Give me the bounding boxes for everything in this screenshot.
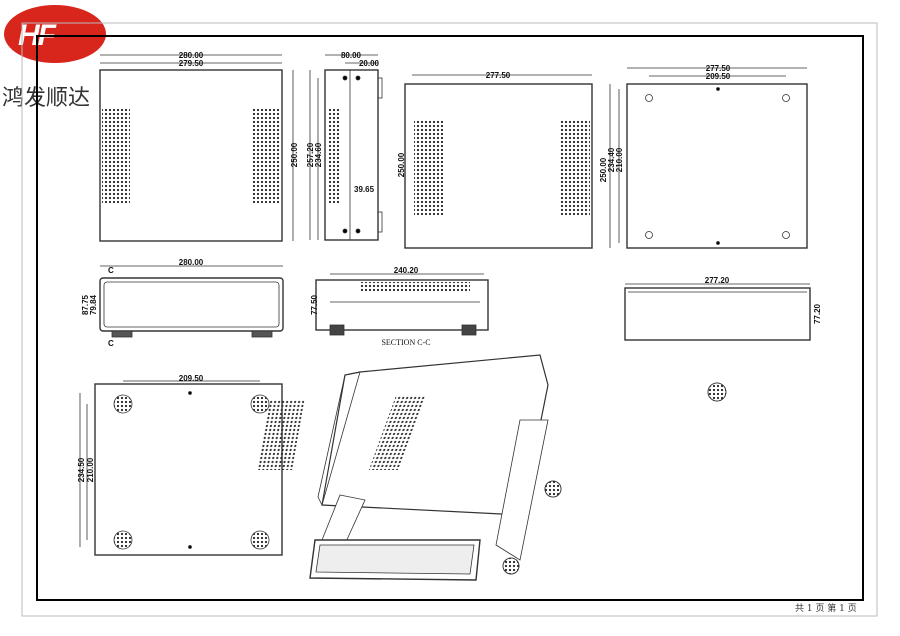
panel-view [624,283,811,341]
section-mark: C [108,266,114,275]
section-title: SECTION C-C [381,338,430,347]
back-view [609,67,808,249]
top-view [404,74,593,249]
dim-label: 250.00 [397,152,406,177]
dim-label: 279.50 [179,59,204,68]
dim-label: 77.20 [813,303,822,324]
dim-label: 277.50 [706,64,731,73]
dim-label: 250.00 [599,157,608,182]
dim-label: 77.50 [310,294,319,315]
dim-label: 277.20 [705,276,730,285]
dim-label: 257.20 [306,142,315,167]
section-mark: C [108,339,114,348]
dim-label: 234.60 [314,142,323,167]
dim-label: 79.84 [89,294,98,315]
page-info: 共 1 页 第 1 页 [795,604,857,614]
dim-label: 87.75 [81,294,90,315]
dim-label: 277.50 [486,71,511,80]
brand-name: 鸿发顺达 [2,86,91,111]
section-view [315,273,489,336]
dim-label: 209.50 [179,374,204,383]
dim-label: 280.00 [179,258,204,267]
drawing-frame [36,35,864,601]
sheet-border [21,22,878,617]
exploded-view [257,354,727,581]
dim-label: 39.65 [354,185,375,194]
dim-label: 210.00 [615,147,624,172]
dim-label: 20.00 [359,59,380,68]
front-view [99,265,284,338]
bottom-view [79,380,283,556]
front-top-view [99,54,294,242]
dim-label: 80.00 [341,51,362,60]
dim-label: 234.40 [607,147,616,172]
dim-label: 210.00 [86,457,95,482]
dim-label: 234.50 [77,457,86,482]
dim-label: 280.00 [179,51,204,60]
side-view [309,54,383,241]
dim-label: 209.50 [706,72,731,81]
dim-label: 250.00 [290,142,299,167]
dim-label: 240.20 [394,266,419,275]
